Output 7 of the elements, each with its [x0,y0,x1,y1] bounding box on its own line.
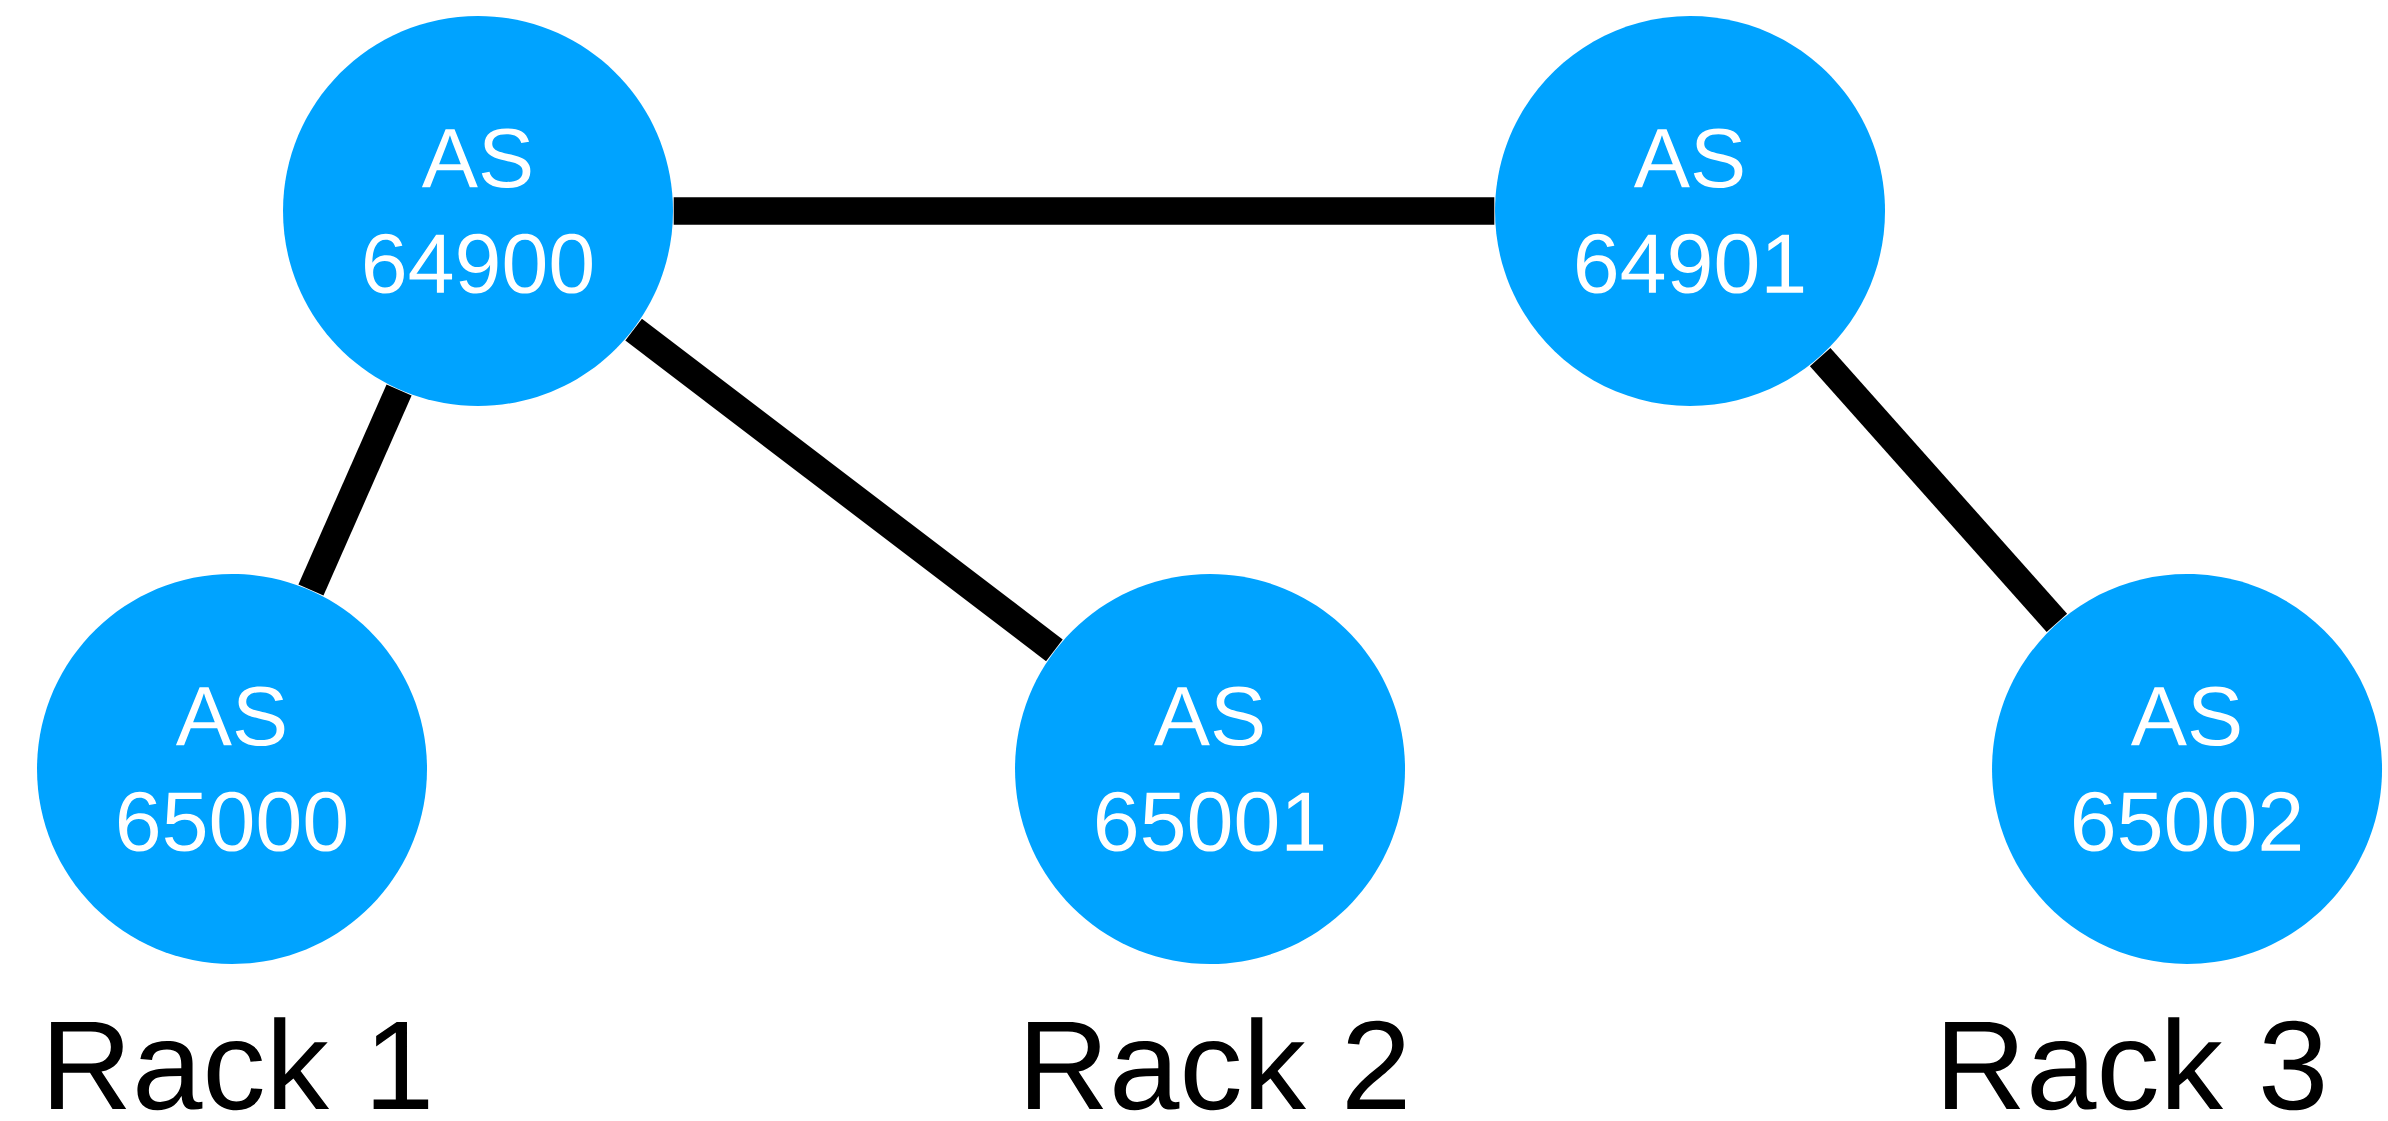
connection-line [673,197,1495,225]
connection-line [625,318,1063,662]
rack-label: Rack 3 [1945,1017,2323,1111]
rack-label: Rack 2 [1028,1017,1405,1111]
connection-line [298,384,412,596]
connection-line [1809,348,2068,632]
rack-label: Rack 1 [51,1017,429,1111]
